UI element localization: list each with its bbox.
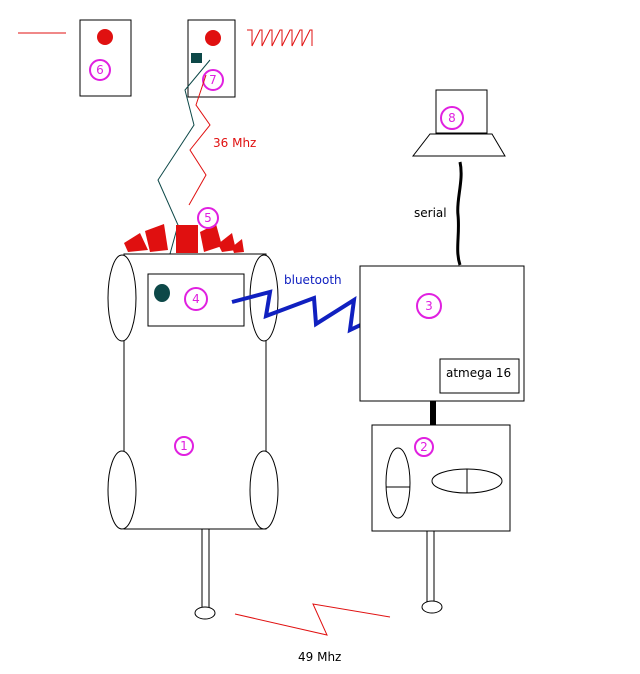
marker-5-circle bbox=[197, 207, 219, 229]
marker-4: 4 bbox=[192, 292, 200, 306]
bluetooth-module-4: 4 bbox=[147, 273, 245, 327]
marker-3-circle bbox=[416, 293, 442, 319]
label-serial: serial bbox=[414, 206, 447, 220]
joystick-antenna bbox=[426, 530, 435, 604]
marker-8: 8 bbox=[448, 111, 456, 125]
sensor-fin bbox=[176, 225, 198, 253]
sensor-fin bbox=[232, 239, 244, 253]
label-bluetooth: bluetooth bbox=[284, 273, 342, 287]
sensor-array-5: 5 bbox=[124, 207, 244, 253]
joystick-vertical bbox=[385, 447, 411, 519]
label-49-mhz: 49 Mhz bbox=[298, 650, 341, 664]
remote-control-7: 7 bbox=[187, 19, 313, 98]
ir-link-teal bbox=[157, 59, 211, 291]
joystick-unit-2: 2 bbox=[371, 424, 511, 614]
marker-2: 2 bbox=[420, 440, 428, 454]
marker-2-circle bbox=[414, 437, 434, 457]
rf-link-49mhz bbox=[234, 603, 391, 636]
mcu-chip-box bbox=[439, 358, 520, 394]
remote-7-ir-sensor bbox=[191, 53, 202, 63]
wheel-rear-left bbox=[107, 450, 137, 530]
sensor-fin bbox=[200, 224, 222, 252]
marker-5: 5 bbox=[204, 211, 212, 225]
module-4-receiver bbox=[154, 284, 170, 302]
square-wave-signal bbox=[247, 29, 313, 47]
laptop-keyboard bbox=[411, 133, 506, 157]
rf-link-36mhz bbox=[188, 74, 211, 206]
label-mcu: atmega 16 bbox=[446, 366, 511, 380]
wheel-front-left bbox=[107, 254, 137, 342]
robot-antenna bbox=[201, 528, 210, 610]
bluetooth-link bbox=[231, 289, 389, 334]
controller-3: 3 atmega 16 bbox=[359, 265, 525, 402]
marker-6: 6 bbox=[96, 63, 104, 77]
sensor-fin bbox=[218, 233, 236, 252]
robot-antenna-tip bbox=[194, 606, 216, 620]
wheel-rear-right bbox=[249, 450, 279, 530]
sensor-fin bbox=[124, 233, 148, 252]
remote-6-led bbox=[97, 29, 113, 45]
label-36-mhz: 36 Mhz bbox=[213, 136, 256, 150]
marker-3: 3 bbox=[425, 299, 433, 313]
marker-1: 1 bbox=[180, 439, 188, 453]
marker-4-circle bbox=[184, 287, 208, 311]
sensor-fin bbox=[145, 224, 168, 252]
laptop-8: 8 bbox=[411, 89, 506, 157]
marker-7: 7 bbox=[209, 73, 217, 87]
marker-1-circle bbox=[174, 436, 194, 456]
serial-cable bbox=[456, 161, 463, 266]
marker-7-circle bbox=[202, 69, 224, 91]
marker-6-circle bbox=[89, 59, 111, 81]
joystick-antenna-tip bbox=[421, 600, 443, 614]
remote-control-6: 6 bbox=[18, 19, 132, 97]
marker-8-circle bbox=[440, 106, 464, 130]
remote-7-led bbox=[205, 30, 221, 46]
